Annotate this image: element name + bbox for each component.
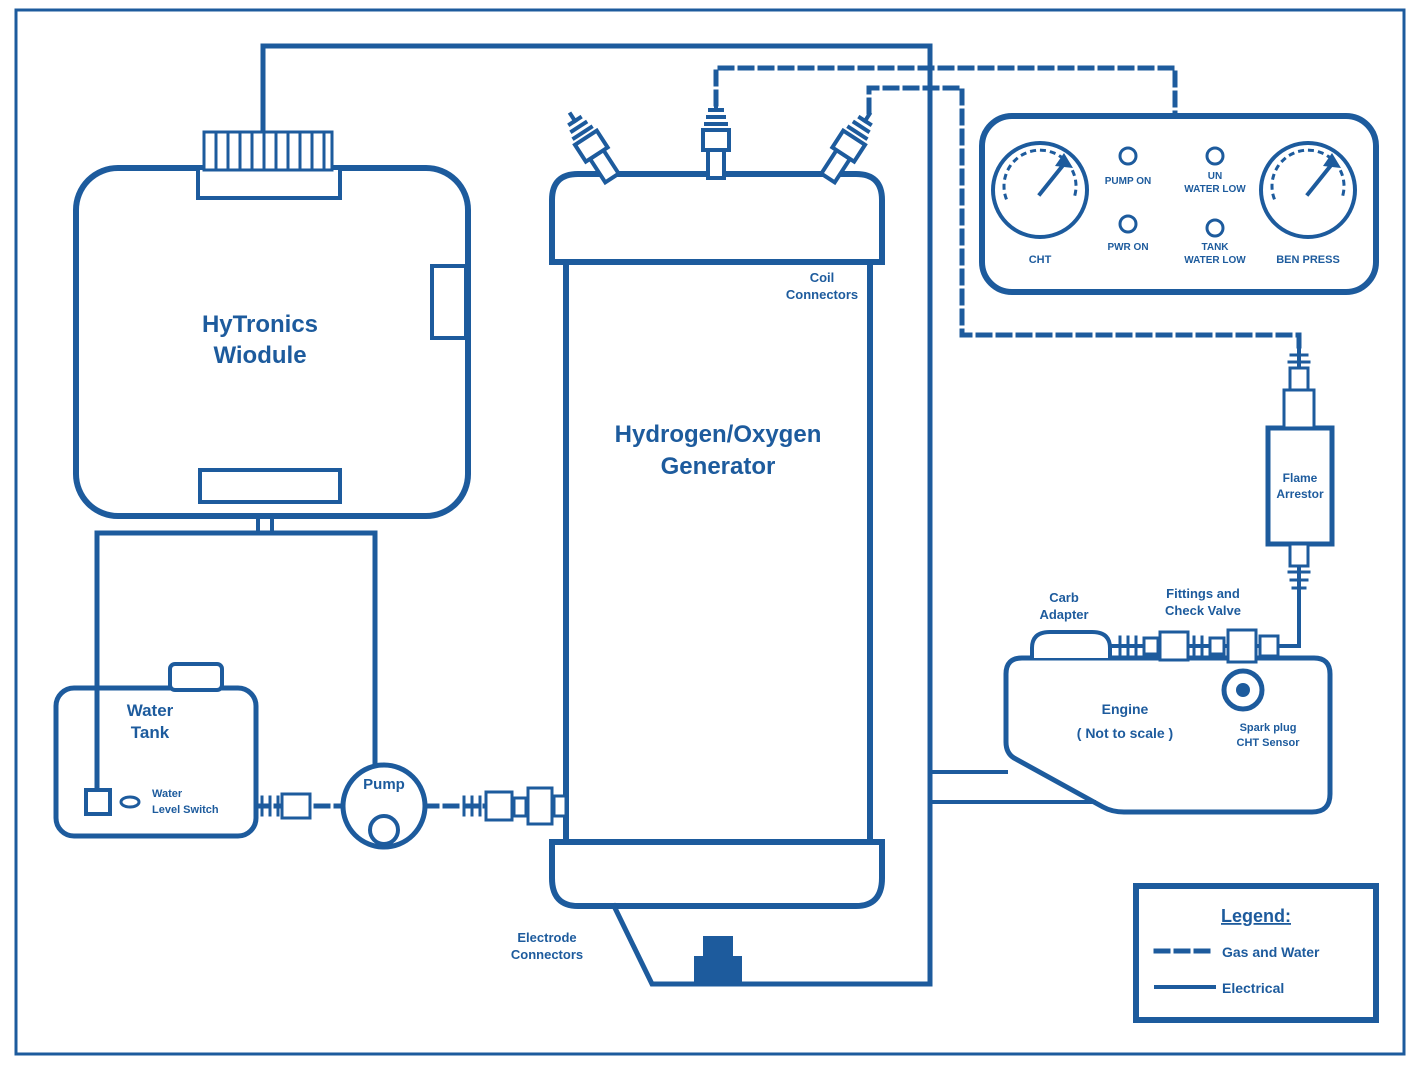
tank-outlet-fitting-icon: [260, 792, 312, 820]
electrode-connectors-label-line1: Electrode: [517, 930, 576, 945]
spark-plug-label-line2: CHT Sensor: [1237, 737, 1301, 749]
gas-line-to-arrestor: [866, 85, 1302, 355]
electrode-connectors-label-line2: Connectors: [511, 947, 583, 962]
water-tank-label-line1: Water: [127, 701, 174, 720]
spark-plug-label-line1: Spark plug: [1240, 722, 1297, 734]
gauge-press-icon: [1259, 141, 1357, 239]
legend-dashed-label: Gas and Water: [1222, 944, 1320, 960]
led-pwr-on-icon: [1118, 214, 1138, 234]
water-circuit-line: [94, 530, 378, 793]
diagram-border: [14, 8, 1406, 1056]
switch-label-line1: Water: [152, 788, 183, 800]
led-pump-on-icon: [1118, 146, 1138, 166]
arrestor-bottom-fitting-icon: [1287, 542, 1311, 590]
module-bottom-terminal: [198, 468, 342, 504]
generator-bottom-cap: [549, 839, 885, 909]
led-pump-on-label: PUMP ON: [1105, 176, 1152, 187]
led-line-low-label-line2: WATER LOW: [1184, 184, 1246, 195]
module-label-line1: HyTronics: [202, 311, 318, 338]
spark-plug-icon: [1221, 668, 1265, 712]
water-level-switch-icon: [84, 788, 112, 816]
engine-label-line1: Engine: [1102, 701, 1149, 717]
coil-connectors-label-line1: Coil: [810, 270, 835, 285]
led-line-water-low-icon: [1205, 146, 1225, 166]
switch-float-icon: [119, 795, 141, 809]
check-valve-label-line2: Check Valve: [1165, 603, 1241, 618]
module-side-connector: [430, 264, 468, 340]
led-line-low-label-line1: UN: [1208, 171, 1222, 182]
water-tank-label-line2: Tank: [131, 723, 170, 742]
check-valve-label-line1: Fittings and: [1166, 586, 1240, 601]
gauge-cht-label: CHT: [1029, 254, 1052, 266]
check-valve-assembly-icon: [1118, 628, 1280, 664]
gauge-cht-icon: [991, 141, 1089, 239]
carb-adapter: [1030, 630, 1112, 660]
led-tank-low-label-line2: WATER LOW: [1184, 255, 1246, 266]
water-tank-cap: [168, 662, 224, 692]
led-tank-water-low-icon: [1205, 218, 1225, 238]
generator-port-center-icon: [701, 100, 731, 180]
coil-connectors-label-line2: Connectors: [786, 287, 858, 302]
generator-inlet-fitting-icon: [462, 786, 568, 826]
generator-bottom-line: [610, 902, 933, 987]
led-tank-low-label-line1: TANK: [1201, 242, 1229, 253]
switch-label-line2: Level Switch: [152, 804, 219, 816]
engine-label-line2: ( Not to scale ): [1077, 725, 1173, 741]
flame-arrestor: [1265, 425, 1335, 547]
legend-solid-label: Electrical: [1222, 980, 1284, 996]
generator-title-line1: Hydrogen/Oxygen: [615, 421, 822, 448]
pump-label: Pump: [363, 776, 405, 793]
generator-title-line2: Generator: [661, 453, 776, 480]
generator-top-cap: [549, 171, 885, 265]
legend-title: Legend:: [1221, 906, 1291, 926]
arrestor-top-fitting-icon: [1282, 353, 1316, 430]
carb-adapter-label-line1: Carb: [1049, 590, 1079, 605]
gauge-press-label: BEN PRESS: [1276, 254, 1340, 266]
led-pwr-on-label: PWR ON: [1107, 242, 1148, 253]
electrical-run-main: [260, 43, 933, 987]
gas-line-to-panel: [713, 65, 1178, 117]
generator-body: [563, 255, 873, 845]
heatsink-base: [196, 166, 342, 200]
module-label-line2: Wiodule: [213, 342, 306, 369]
carb-adapter-label-line2: Adapter: [1039, 607, 1088, 622]
pump-impeller-icon: [368, 814, 400, 846]
electrode-spigot-icon: [694, 936, 742, 984]
flame-arrestor-label-line2: Arrestor: [1276, 487, 1324, 501]
pump-body: [340, 762, 428, 850]
flame-arrestor-label-line1: Flame: [1283, 471, 1318, 485]
heatsink-fins-icon: [202, 130, 334, 172]
